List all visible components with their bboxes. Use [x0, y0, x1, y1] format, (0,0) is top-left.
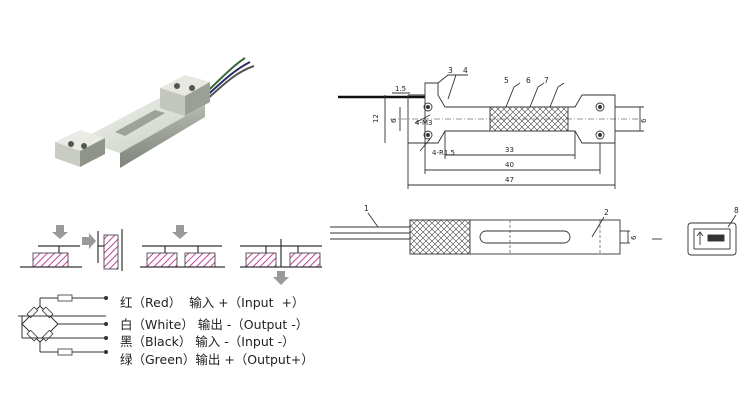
mode-two-point: [140, 225, 225, 268]
callout-6: 6: [526, 76, 531, 85]
callout-2: 2: [604, 208, 609, 217]
wire-red-label: 红（Red） 输入 +（Input +）: [120, 295, 305, 310]
callout-4: 4: [463, 66, 468, 75]
dim-6-right: 6: [640, 118, 648, 123]
wire-white-label: 白（White） 输出 -（Output -）: [120, 317, 309, 332]
callout-8: 8: [734, 206, 739, 215]
dim-6-left: 6: [390, 118, 398, 123]
dim-1-5: 1.5: [395, 85, 406, 93]
dim-12: 12: [372, 114, 380, 123]
technical-drawing: 1.5 3 4 5 6 7 4-M3 4-R1.5 33 40 47 12 6 …: [330, 66, 739, 256]
loading-modes-diagram: [20, 225, 322, 285]
mode-side-load: [82, 229, 123, 271]
dim-6-side: 6: [630, 235, 638, 240]
dim-47: 47: [505, 176, 514, 184]
dim-33: 33: [505, 146, 514, 154]
mode-single-point: [20, 225, 82, 268]
callout-5: 5: [504, 76, 509, 85]
wire-green-label: 绿（Green）输出 +（Output+）: [120, 352, 314, 367]
callout-1: 1: [364, 204, 369, 213]
dim-40: 40: [505, 161, 514, 169]
end-view: [652, 214, 737, 256]
callout-3: 3: [448, 66, 453, 75]
load-cell-photo: [55, 57, 255, 168]
side-view: [330, 212, 630, 255]
wire-black-label: 黑（Black） 输入 -（Input -）: [120, 334, 295, 349]
mode-tension: [240, 239, 322, 285]
dim-4-m3: 4-M3: [415, 119, 432, 127]
dim-4-r1-5: 4-R1.5: [432, 149, 455, 157]
top-view: [338, 74, 644, 189]
callout-7: 7: [544, 76, 549, 85]
bridge-circuit: [18, 294, 108, 356]
